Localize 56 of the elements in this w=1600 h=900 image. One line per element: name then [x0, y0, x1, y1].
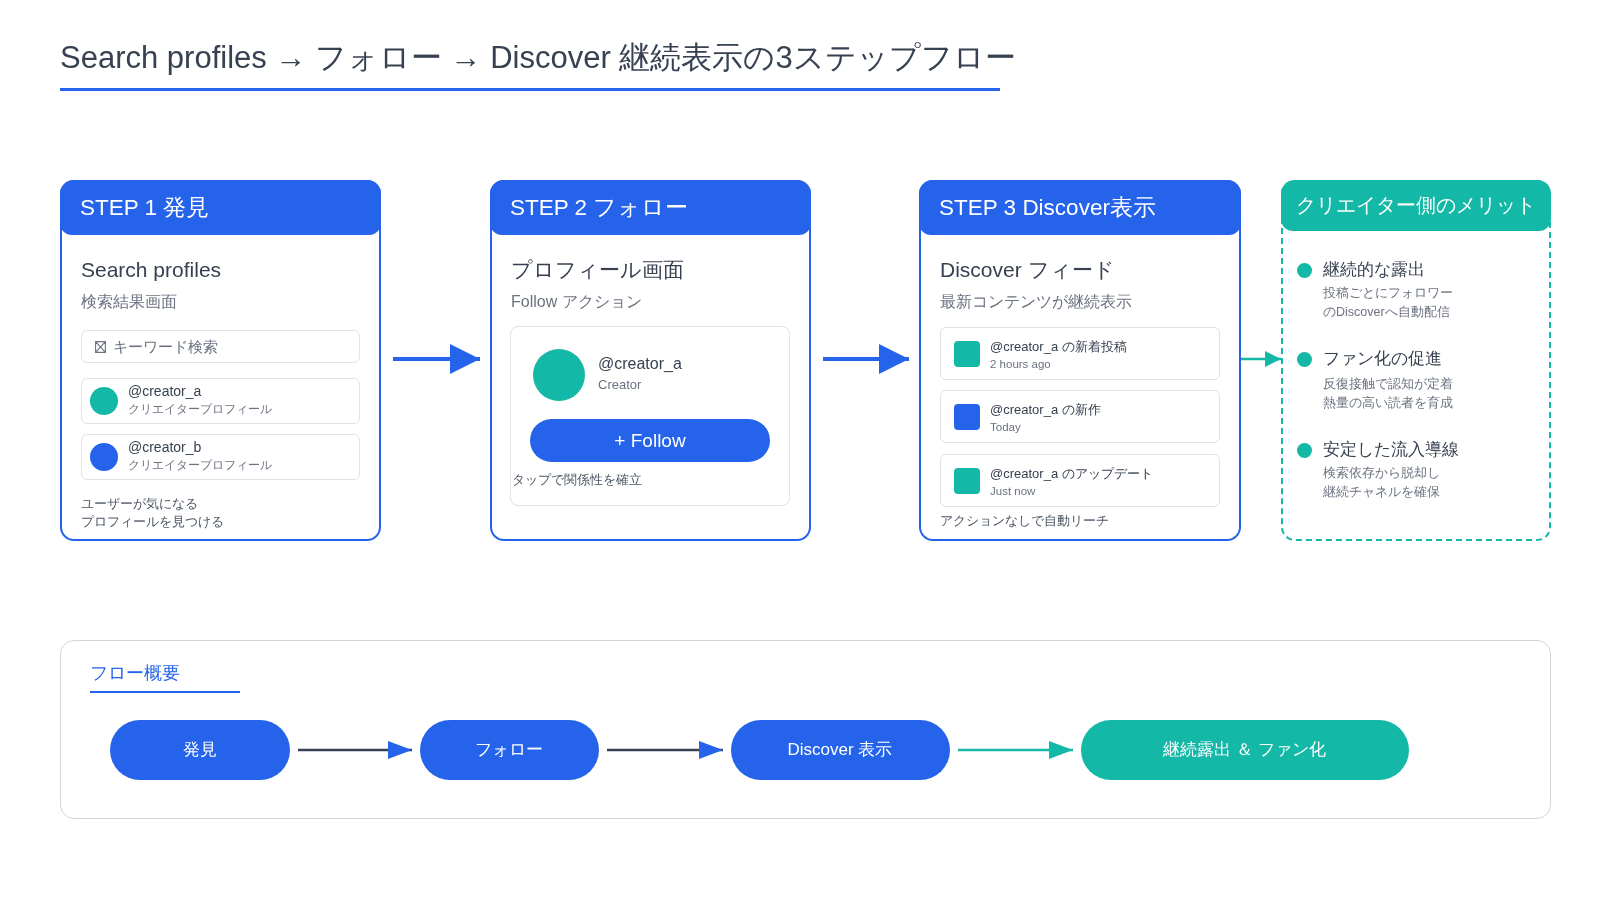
summary-panel	[60, 640, 1551, 819]
profile-handle: @creator_a	[128, 383, 202, 400]
step-card	[60, 180, 381, 541]
section-heading: フロー概要	[89, 662, 240, 694]
arrow	[393, 344, 480, 374]
merit-text: 反復接触で認知が定着熱量の高い読者を育成	[1323, 375, 1453, 412]
card-note: ユーザーが気になるプロフィールを見つける	[81, 495, 225, 531]
profile-handle: @creator_b	[128, 439, 202, 456]
merit-text: 投稿ごとにフォロワーのDiscoverへ自動配信	[1323, 284, 1454, 321]
flow-pill: 発見	[109, 719, 290, 780]
merit-heading: ファン化の促進	[1323, 349, 1442, 370]
card-title: Discover フィード	[940, 257, 1115, 283]
post-time: 2 hours ago	[990, 358, 1051, 372]
arrow	[607, 741, 723, 759]
profile-row	[81, 378, 360, 424]
profile-card	[510, 326, 790, 506]
card-header: STEP 1 発見	[60, 180, 381, 235]
merit-heading: 継続的な露出	[1323, 260, 1425, 281]
feed-item	[940, 390, 1220, 443]
flow-pill: Discover 表示	[730, 719, 950, 780]
step-card	[919, 180, 1241, 541]
card-title: プロフィール画面	[511, 257, 684, 283]
post-time: Today	[990, 421, 1021, 435]
card-note: タップで関係性を確立	[512, 473, 642, 488]
card-title: Search profiles	[81, 257, 222, 283]
card-note: アクションなしで自動リーチ	[940, 514, 1109, 529]
post-time: Just now	[990, 485, 1036, 499]
post-title: @creator_a の新作	[990, 402, 1101, 418]
arrow	[958, 741, 1073, 759]
card-subtitle: 検索結果画面	[81, 292, 177, 312]
arrow	[823, 344, 909, 374]
merit-panel	[1281, 180, 1551, 541]
diagram-title: Search profiles → フォロー → Discover 継続表示の3ステップフロー	[60, 39, 1016, 77]
step-card	[490, 180, 811, 541]
feed-item	[940, 327, 1220, 380]
arrow	[298, 741, 412, 759]
card-subtitle: 最新コンテンツが継続表示	[940, 292, 1132, 312]
post-title: @creator_a の新着投稿	[990, 339, 1127, 355]
follow-button: + Follow	[530, 419, 770, 462]
profile-handle: @creator_a	[598, 354, 682, 374]
profile-subtitle: Creator	[598, 377, 642, 393]
search-field: キーワード検索	[81, 330, 360, 363]
flow-pill: フォロー	[419, 719, 599, 780]
profile-subtitle: クリエイタープロフィール	[128, 403, 272, 417]
profile-row	[81, 434, 360, 480]
card-header: STEP 2 フォロー	[490, 180, 811, 235]
merit-heading: 安定した流入導線	[1323, 440, 1459, 461]
arrow	[1241, 351, 1281, 367]
panel-header: クリエイター側のメリット	[1281, 180, 1551, 231]
card-header: STEP 3 Discover表示	[919, 180, 1241, 235]
flow-pill: 継続露出 ＆ ファン化	[1080, 719, 1409, 780]
profile-subtitle: クリエイタープロフィール	[128, 459, 272, 473]
feed-item	[940, 454, 1220, 507]
card-subtitle: Follow アクション	[511, 292, 642, 312]
merit-text: 検索依存から脱却し継続チャネルを確保	[1323, 464, 1441, 501]
post-title: @creator_a のアップデート	[990, 466, 1153, 482]
